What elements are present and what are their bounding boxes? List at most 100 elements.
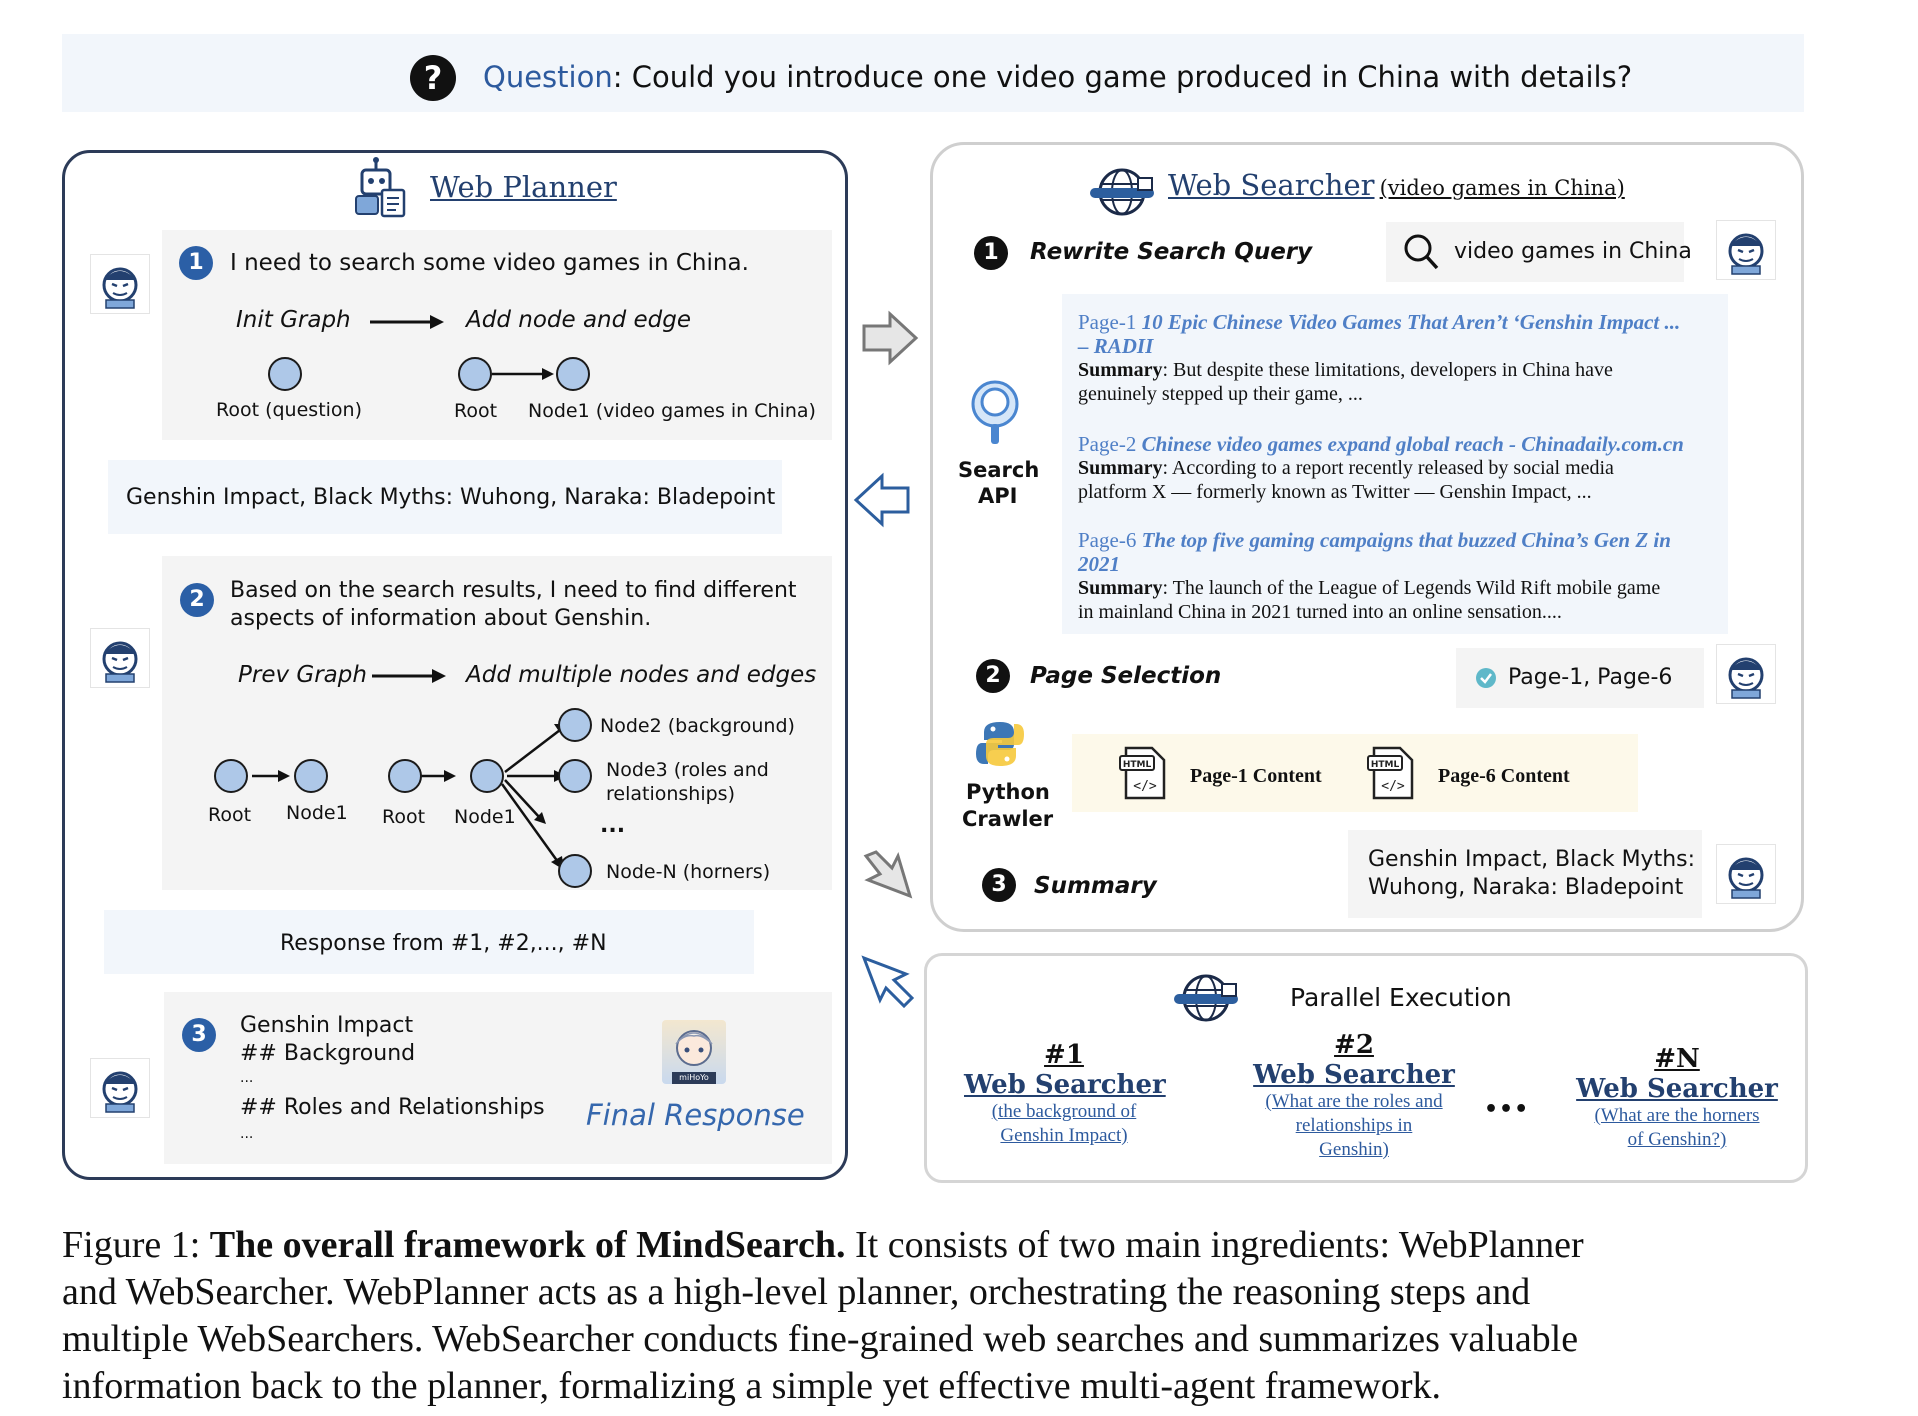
arrow-left-to-planner-icon xyxy=(853,472,910,528)
svg-text:</>: </> xyxy=(1133,779,1157,794)
node-label-root-a: Root xyxy=(208,804,252,826)
node-ellipsis: ... xyxy=(600,813,626,838)
game-character-icon xyxy=(672,1030,716,1084)
search-api-icon xyxy=(971,380,1019,444)
searcher-step2-label: Page Selection xyxy=(1030,663,1222,689)
graph-node-node1-b xyxy=(470,759,504,793)
planner-final-line3: ... xyxy=(240,1070,254,1086)
search-query-box[interactable] xyxy=(1386,222,1684,282)
question-banner xyxy=(62,34,1804,112)
result-1-summary-line1: Summary: But despite these limitations, … xyxy=(1078,358,1613,382)
searcher-avatar-1 xyxy=(1716,220,1776,280)
question-text: Question: Could you introduce one video … xyxy=(483,55,1632,99)
crawled-content-box xyxy=(1072,734,1638,812)
result-1-title: 10 Epic Chinese Video Games That Aren’t … xyxy=(1141,310,1681,334)
parallel-searcher-n-sub-line2: of Genshin?) xyxy=(1627,1129,1727,1150)
result-3-summary-text: : The launch of the League of Legends Wi… xyxy=(1162,577,1661,599)
result-3-title-line1[interactable]: Page-6 The top five gaming campaigns tha… xyxy=(1078,528,1671,552)
planner-search-result-box xyxy=(108,460,782,534)
searcher-avatar-2 xyxy=(1716,644,1776,704)
caption-line4: information back to the planner, formali… xyxy=(62,1365,1442,1407)
final-response-label: Final Response xyxy=(586,1098,805,1132)
node-label-node3-line1: Node3 (roles and xyxy=(606,759,769,781)
node-label-root: Root xyxy=(454,400,498,422)
searcher-step1-number: 1 xyxy=(974,236,1008,270)
searcher-title-row: Web Searcher (video games in China) xyxy=(1168,168,1625,202)
search-api-label-line1: Search xyxy=(958,458,1040,482)
planner-step2-number: 2 xyxy=(180,583,214,617)
planner-step2-from: Prev Graph xyxy=(238,662,367,688)
html-file-tag-1: HTML xyxy=(1123,760,1152,770)
search-results-box xyxy=(1062,294,1728,634)
question-label: Question xyxy=(483,60,613,94)
parallel-ellipsis: ••• xyxy=(1484,1097,1530,1122)
parallel-searcher-n-label: Web Searcher xyxy=(1576,1074,1778,1104)
summary-text-line2: Wuhong, Naraka: Bladepoint xyxy=(1368,875,1684,900)
caption-line3: multiple WebSearchers. WebSearcher condu… xyxy=(62,1318,1579,1360)
graph-node-root-a xyxy=(214,759,248,793)
html-file-icon-2: HTML </> xyxy=(1367,746,1414,800)
result-2-page: Page-2 xyxy=(1078,432,1137,456)
planner-step2-to: Add multiple nodes and edges xyxy=(466,662,817,688)
result-1-summary-line2: genuinely stepped up their game, ... xyxy=(1078,383,1363,405)
searcher-step1-label: Rewrite Search Query xyxy=(1030,239,1313,265)
result-2-summary-label: Summary xyxy=(1078,457,1163,479)
planner-response-box xyxy=(104,910,754,974)
planner-step1-number: 1 xyxy=(179,246,213,280)
node-label-root-question: Root (question) xyxy=(216,399,362,421)
searcher-step3-number: 3 xyxy=(982,868,1016,902)
summary-text-line1: Genshin Impact, Black Myths: xyxy=(1368,847,1696,872)
result-2-summary-line1: Summary: According to a report recently … xyxy=(1078,456,1614,480)
planner-title: Web Planner xyxy=(430,170,617,204)
result-2-title-line1[interactable]: Page-2 Chinese video games expand global… xyxy=(1078,432,1684,456)
planner-step1-to: Add node and edge xyxy=(466,307,692,333)
planner-avatar-2 xyxy=(90,628,150,688)
result-3-title: The top five gaming campaigns that buzze… xyxy=(1141,528,1671,552)
thumbnail-caption: miHoYo xyxy=(679,1073,709,1082)
planner-step1-box xyxy=(162,230,832,440)
result-2-summary-line2: platform X — formerly known as Twitter —… xyxy=(1078,481,1592,503)
result-3-summary-label: Summary xyxy=(1078,577,1163,599)
arrow-right-to-searcher-icon xyxy=(862,310,919,366)
parallel-searcher-2-label: Web Searcher xyxy=(1253,1060,1455,1090)
parallel-searcher-n-number: #N xyxy=(1654,1044,1700,1074)
result-1-title-line2[interactable]: – RADII xyxy=(1078,334,1154,358)
caption-rest1: It consists of two main ingredients: Web… xyxy=(845,1224,1584,1266)
parallel-searcher-2[interactable]: #2 Web Searcher (What are the roles and … xyxy=(1244,1030,1464,1162)
result-1-summary-text: : But despite these limitations, develop… xyxy=(1162,359,1613,381)
node-label-node3-line2: relationships) xyxy=(606,783,735,805)
graph-node-root xyxy=(458,357,492,391)
planner-step1-arrow xyxy=(370,315,444,329)
planner-avatar-1 xyxy=(90,254,150,314)
result-3-summary-line1: Summary: The launch of the League of Leg… xyxy=(1078,576,1660,600)
node-label-node2: Node2 (background) xyxy=(600,715,795,737)
searcher-step3-label: Summary xyxy=(1034,873,1157,899)
node-label-node1: Node1 (video games in China) xyxy=(528,400,816,422)
parallel-searcher-n[interactable]: #N Web Searcher (What are the horners of… xyxy=(1572,1044,1782,1152)
graph-node-root-question xyxy=(268,357,302,391)
result-1-title-line1[interactable]: Page-1 10 Epic Chinese Video Games That … xyxy=(1078,310,1680,334)
graph-edge-root-node1 xyxy=(492,368,554,380)
planner-step2-line1: Based on the search results, I need to f… xyxy=(230,578,797,603)
planner-search-result-text: Genshin Impact, Black Myths: Wuhong, Nar… xyxy=(126,485,776,510)
planner-avatar-3 xyxy=(90,1058,150,1118)
result-3-title-line2[interactable]: 2021 xyxy=(1078,552,1120,576)
graph-node-node3 xyxy=(558,759,592,793)
page-selection-text: Page-1, Page-6 xyxy=(1508,665,1673,690)
page-selection-box xyxy=(1456,648,1704,708)
planner-step1-from: Init Graph xyxy=(236,307,351,333)
parallel-execution-panel xyxy=(924,953,1808,1183)
result-1-summary-label: Summary xyxy=(1078,359,1163,381)
planner-final-line2: ## Background xyxy=(240,1041,416,1066)
searcher-title: Web Searcher xyxy=(1168,168,1375,202)
content-label-2: Page-6 Content xyxy=(1438,765,1570,787)
parallel-searcher-1-label: Web Searcher xyxy=(964,1070,1166,1100)
summary-box xyxy=(1348,830,1702,918)
content-label-1: Page-1 Content xyxy=(1190,765,1322,787)
planner-final-line5: ... xyxy=(240,1126,254,1142)
parallel-title: Parallel Execution xyxy=(1290,983,1512,1012)
crawler-label-line2: Crawler xyxy=(962,807,1054,831)
parallel-searcher-1[interactable]: #1 Web Searcher (the background of Gensh… xyxy=(964,1040,1166,1148)
graph-node-root-b xyxy=(388,759,422,793)
result-3-summary-line2: in mainland China in 2021 turned into an… xyxy=(1078,601,1562,623)
